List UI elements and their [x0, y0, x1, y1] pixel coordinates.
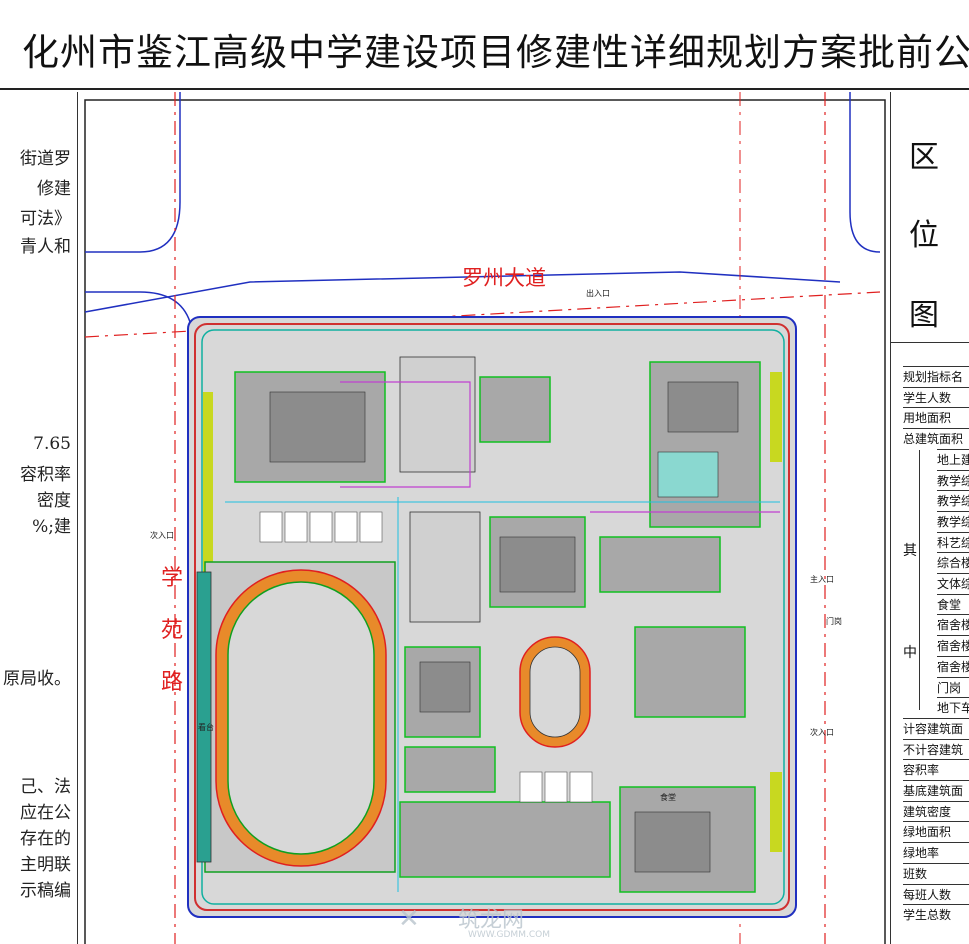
index-table-row: 地下车	[937, 697, 969, 719]
index-table-row: 计容建筑面	[903, 717, 969, 740]
watermark-url: WWW.GDMM.COM	[468, 930, 550, 940]
index-table-row: 每班人数	[903, 883, 969, 906]
left-text-line: 原局收。	[3, 669, 71, 689]
left-text-line: 示稿编	[20, 881, 71, 901]
building-gate: 门岗	[826, 617, 842, 626]
page-title: 化州市鉴江高级中学建设项目修建性详细规划方案批前公示	[22, 31, 969, 74]
index-table-row: 地上建	[937, 448, 969, 471]
road-label-left-3: 路	[161, 670, 184, 695]
left-text-line: 存在的	[20, 829, 71, 849]
left-text-line: 街道罗	[20, 149, 71, 169]
index-table-row: 教学综	[937, 490, 969, 512]
index-table-row: 规划指标名	[903, 366, 969, 388]
index-table-row: 绿地面积	[903, 821, 969, 843]
index-table-row: 教学综	[937, 469, 969, 492]
index-table-row: 教学综	[937, 510, 969, 533]
side-char-1: 其	[903, 543, 917, 559]
watermark: ✕ 筑龙网 WWW.GDMM.COM	[398, 902, 598, 942]
index-table-row: 食堂	[937, 593, 969, 616]
entrance-right-low: 次入口	[810, 728, 834, 737]
left-text-line: 容积率	[20, 465, 71, 485]
left-text-line: 应在公	[20, 803, 71, 823]
index-table-row: 宿舍楼	[937, 655, 969, 678]
road-label-top: 罗州大道	[462, 266, 546, 290]
index-table-row: 宿舍楼	[937, 614, 969, 636]
entrance-right-mid: 主入口	[810, 575, 834, 584]
index-table-row: 建筑密度	[903, 800, 969, 823]
left-text-line: 主明联	[20, 855, 71, 875]
table-divider	[919, 450, 920, 710]
index-table-row: 总建筑面积	[903, 428, 969, 450]
left-text-column: 街道罗修建可法》青人和 7.65 容积率密度 %;建原局收。己、法应在公存在的主明联示…	[0, 92, 78, 944]
table-top-rule	[891, 342, 969, 343]
left-text-line: 己、法	[20, 777, 71, 797]
left-text-line: 青人和	[20, 237, 71, 257]
index-table-row: 宿舍楼	[937, 635, 969, 657]
index-table-row: 用地面积	[903, 407, 969, 429]
left-text-line: 密度	[37, 491, 71, 511]
entrance-top: 出入口	[586, 289, 610, 298]
index-table-row: 学生人数	[903, 386, 969, 409]
location-char-1: 区	[909, 140, 939, 175]
index-table-row: 科艺综	[937, 531, 969, 554]
watermark-brand: 筑龙网	[458, 908, 525, 933]
left-text-line: 7.65	[33, 434, 71, 454]
title-bar: 化州市鉴江高级中学建设项目修建性详细规划方案批前公示	[0, 0, 969, 90]
left-text-line: 可法》	[20, 209, 71, 229]
road-label-left-1: 学	[161, 566, 184, 591]
index-table-row: 基底建筑面	[903, 780, 969, 802]
side-char-2: 中	[903, 645, 917, 661]
building-canteen: 食堂	[660, 793, 676, 802]
index-table-row: 文体综	[937, 573, 969, 595]
watermark-logo-icon: ✕	[398, 904, 420, 934]
index-table-row: 不计容建筑	[903, 738, 969, 761]
entrance-left: 次入口	[150, 531, 174, 540]
index-table-row: 班数	[903, 862, 969, 885]
site-plan	[84, 92, 886, 944]
location-char-2: 位	[909, 218, 939, 253]
index-table-row: 门岗	[937, 676, 969, 699]
location-char-3: 图	[909, 298, 939, 333]
left-text-line: %;建	[32, 517, 71, 537]
index-table-row: 学生总数	[903, 904, 969, 926]
index-table-row: 绿地率	[903, 842, 969, 864]
road-label-left-2: 苑	[161, 618, 184, 643]
index-table-row: 综合楼	[937, 552, 969, 574]
building-stage: 看台	[198, 723, 214, 732]
left-text-line: 修建	[37, 179, 71, 199]
right-index-panel: 区 位 图 其 中 规划指标名学生人数用地面积总建筑面积地上建教学综教学综教学综…	[890, 92, 969, 944]
index-table-row: 容积率	[903, 759, 969, 781]
